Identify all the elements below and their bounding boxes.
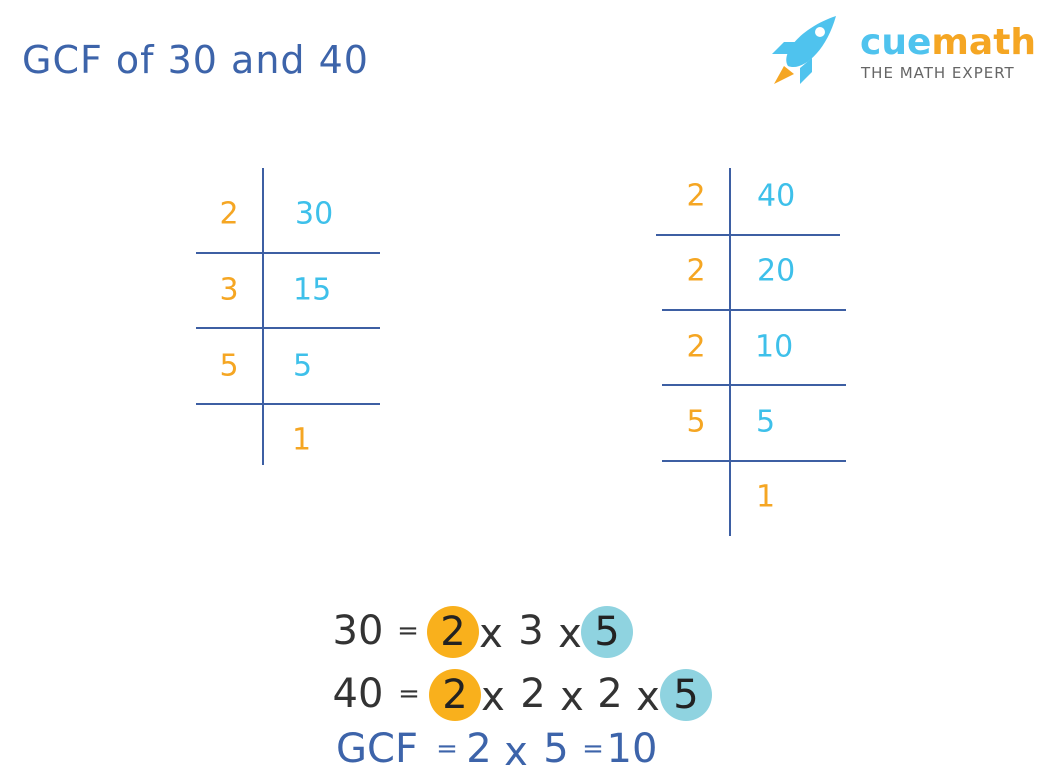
table-divider (662, 309, 846, 311)
factor: 3 (518, 608, 544, 654)
page-title: GCF of 30 and 40 (22, 38, 369, 82)
table-divider (656, 234, 840, 236)
factor: 2 (520, 671, 546, 717)
brand-name: cuemath (860, 22, 1036, 63)
divisor: 2 (686, 253, 706, 289)
common-factor-5: 5 (660, 669, 712, 721)
quotient: 30 (295, 196, 334, 232)
common-factor-2: 2 (429, 669, 481, 721)
rocket-icon (772, 16, 836, 84)
brand-tagline: THE MATH EXPERT (861, 64, 1015, 82)
times-sign: x (481, 674, 505, 720)
quotient: 40 (757, 178, 796, 214)
brand-cue: cue (860, 22, 932, 63)
gcf-value: 10 (606, 726, 658, 772)
eq-lhs: 40 (332, 671, 384, 717)
brand-math: math (931, 22, 1037, 63)
table-vertical-line (262, 168, 264, 465)
gcf-factor: 5 (543, 726, 569, 772)
times-sign: x (504, 729, 528, 775)
quotient: 5 (293, 348, 313, 384)
times-sign: x (479, 611, 503, 657)
eq-sign: = (397, 616, 419, 646)
common-factor-5: 5 (581, 606, 633, 658)
common-factor-2: 2 (427, 606, 479, 658)
quotient: 20 (757, 253, 796, 289)
divisor: 5 (686, 404, 706, 440)
divisor: 2 (219, 196, 239, 232)
quotient: 10 (755, 329, 794, 365)
table-divider (196, 403, 380, 405)
quotient: 5 (756, 404, 776, 440)
eq-sign: = (398, 679, 420, 709)
eq-lhs: 30 (332, 608, 384, 654)
quotient-final: 1 (756, 479, 776, 515)
table-vertical-line (729, 168, 731, 536)
table-divider (196, 252, 380, 254)
gcf-factor: 2 (466, 726, 492, 772)
factor: 2 (597, 671, 623, 717)
table-divider (662, 384, 846, 386)
divisor: 2 (686, 329, 706, 365)
divisor: 2 (686, 178, 706, 214)
times-sign: x (560, 674, 584, 720)
quotient-final: 1 (292, 422, 312, 458)
divisor: 3 (219, 272, 239, 308)
times-sign: x (636, 674, 660, 720)
table-divider (196, 327, 380, 329)
table-divider (662, 460, 846, 462)
times-sign: x (558, 611, 582, 657)
gcf-label: GCF (336, 726, 418, 772)
eq-sign: = (582, 734, 604, 764)
eq-sign: = (436, 734, 458, 764)
quotient: 15 (293, 272, 332, 308)
divisor: 5 (219, 348, 239, 384)
